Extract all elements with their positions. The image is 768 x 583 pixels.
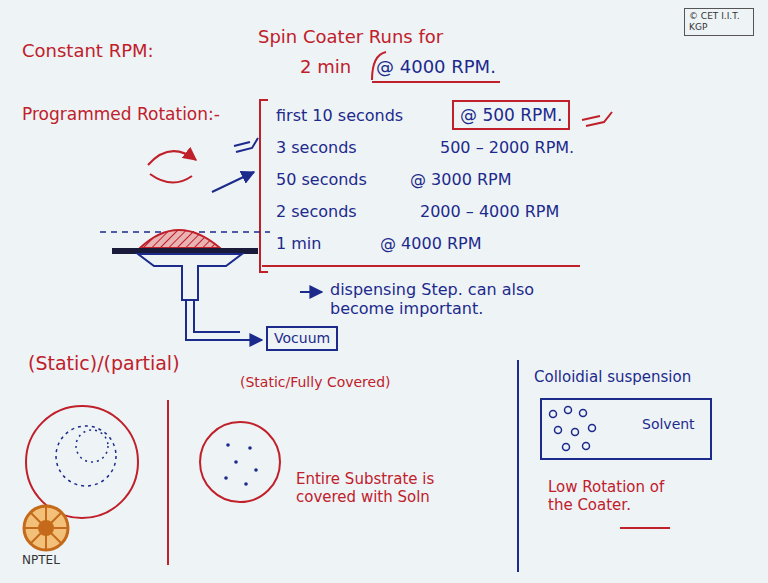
note-text: (Static/Fully Covered): [240, 374, 391, 391]
note-text: first 10 seconds: [276, 106, 403, 125]
note-text: 500 – 2000 RPM.: [440, 138, 574, 157]
pointer-arrow: [300, 291, 322, 293]
note-text: Entire Substrate is covered with Soln: [296, 470, 486, 506]
substrate-circle: [26, 406, 138, 518]
pointer-arrow: [212, 172, 254, 192]
note-text: @ 3000 RPM: [410, 170, 511, 189]
rotation-arrow: [150, 174, 192, 183]
note-text: (Static)/(partial): [28, 352, 180, 375]
note-text: @ 4000 RPM: [380, 234, 481, 253]
solution-dots: [224, 443, 258, 486]
bracket: [260, 100, 268, 272]
note-text: 50 seconds: [276, 170, 367, 189]
note-text: 2 seconds: [276, 202, 357, 221]
note-text: Low Rotation of the Coater.: [548, 478, 678, 514]
node-text: Vocuum: [274, 330, 330, 347]
particles: [550, 407, 596, 451]
note-text: NPTEL: [22, 553, 60, 567]
watermark-box: © CET I.I.T. KGP: [684, 8, 754, 36]
note-text: 1 min: [276, 234, 321, 253]
note-text: Constant RPM:: [22, 40, 154, 62]
note-text: Colloidial suspension: [534, 368, 691, 386]
vacuum-line: [194, 300, 240, 332]
partial-cover: [56, 426, 116, 486]
underline: [620, 527, 670, 529]
node-text: © CET I.I.T. KGP: [689, 11, 749, 33]
note-text: @ 4000 RPM.: [376, 56, 496, 78]
note-text: Spin Coater Runs for: [258, 26, 443, 48]
nptel-logo: [24, 506, 68, 550]
node-text: @ 500 RPM.: [460, 105, 562, 125]
suspension-box: Solvent: [540, 398, 712, 460]
note-text: 2 min: [300, 56, 351, 78]
note-text: Programmed Rotation:-: [22, 104, 220, 124]
tick-mark: [582, 112, 612, 126]
divider: [517, 360, 519, 572]
substrate-circle: [200, 422, 280, 502]
tick-mark: [234, 138, 258, 152]
node-text: Solvent: [642, 416, 710, 433]
underline: [372, 81, 500, 83]
vacuum-line: [186, 300, 262, 340]
note-text: dispensing Step. can also become importa…: [330, 280, 580, 318]
underline: [262, 265, 580, 267]
partial-cover: [76, 430, 108, 462]
divider: [167, 400, 169, 565]
vacuum-box: Vocuum: [266, 326, 338, 351]
rotation-arrow: [148, 151, 196, 165]
chuck: [138, 254, 242, 300]
solution-drop: [140, 230, 220, 248]
note-text: 3 seconds: [276, 138, 357, 157]
highlight-box: @ 500 RPM.: [452, 100, 570, 130]
note-text: 2000 – 4000 RPM: [420, 202, 559, 221]
